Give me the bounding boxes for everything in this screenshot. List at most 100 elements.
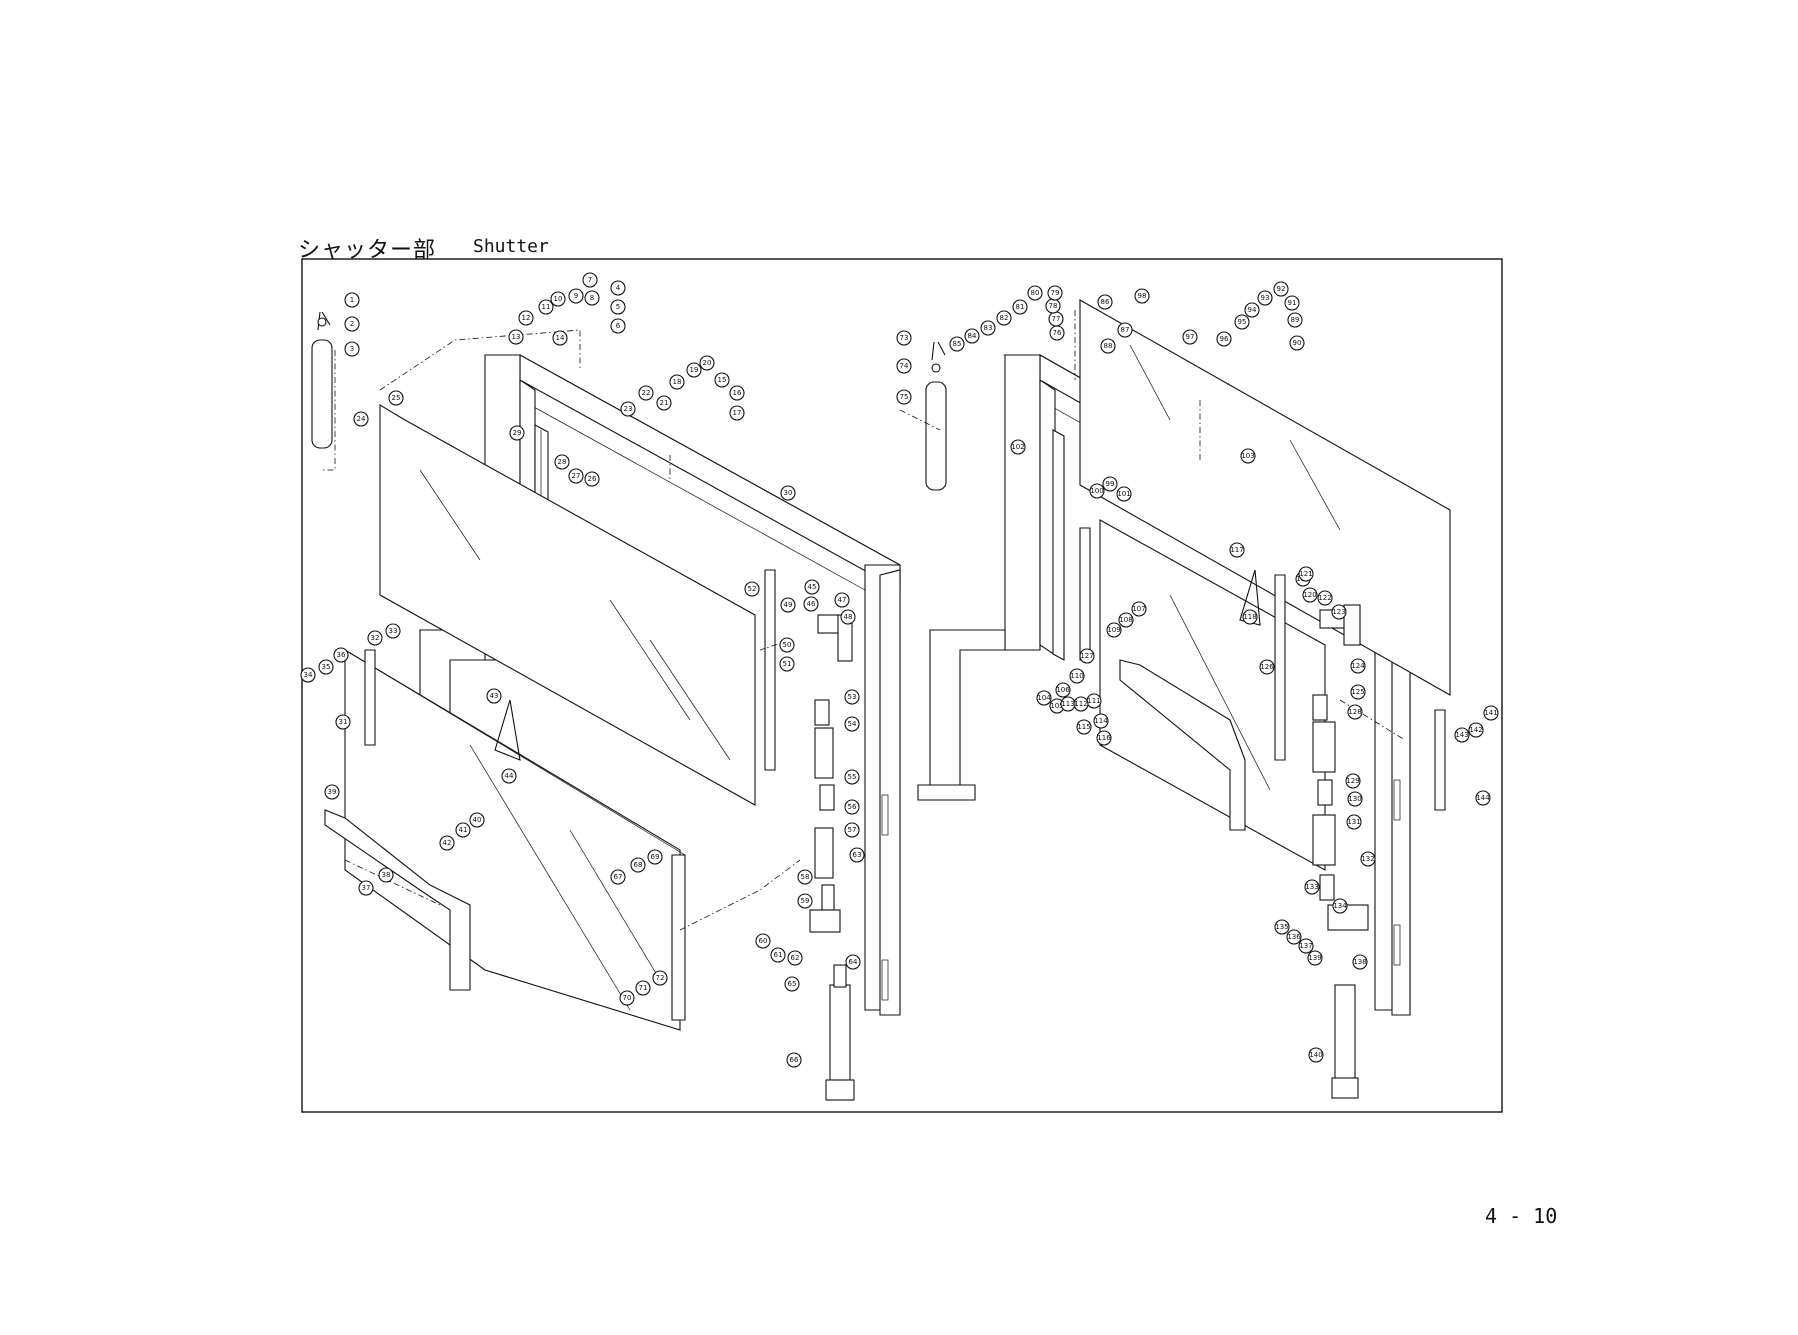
callout-left-36: 36 <box>333 647 349 663</box>
callout-number: 52 <box>748 585 757 593</box>
callout-number: 72 <box>656 974 665 982</box>
callout-right-134: 134 <box>1332 898 1348 914</box>
callout-number: 130 <box>1348 795 1361 803</box>
callout-right-111: 111 <box>1086 693 1102 709</box>
callout-left-38: 38 <box>378 867 394 883</box>
callout-number: 20 <box>703 359 712 367</box>
callout-number: 104 <box>1037 694 1051 702</box>
callout-right-82: 82 <box>996 310 1012 326</box>
callout-left-35: 35 <box>318 659 334 675</box>
callout-right-102: 102 <box>1010 439 1026 455</box>
callout-right-130: 130 <box>1347 791 1363 807</box>
callout-number: 82 <box>1000 314 1009 322</box>
callout-left-46: 46 <box>803 596 819 612</box>
callout-number: 132 <box>1361 855 1374 863</box>
callout-number: 139 <box>1308 954 1321 962</box>
callout-number: 1 <box>350 296 354 304</box>
callout-number: 91 <box>1288 299 1297 307</box>
callout-right-123: 123 <box>1331 604 1347 620</box>
callout-number: 134 <box>1333 902 1347 910</box>
callout-right-124: 124 <box>1350 658 1366 674</box>
callout-left-69: 69 <box>647 849 663 865</box>
callout-left-15: 15 <box>714 372 730 388</box>
callout-left-40: 40 <box>469 812 485 828</box>
callout-right-92: 92 <box>1273 281 1289 297</box>
callout-left-30: 30 <box>780 485 796 501</box>
callout-number: 80 <box>1031 289 1040 297</box>
callout-left-21: 21 <box>656 395 672 411</box>
callout-number: 12 <box>522 314 531 322</box>
callout-right-90: 90 <box>1289 335 1305 351</box>
callout-number: 54 <box>848 720 857 728</box>
callout-number: 58 <box>801 873 810 881</box>
callout-left-27: 27 <box>568 468 584 484</box>
callout-right-78: 78 <box>1045 298 1061 314</box>
callout-right-121: 121 <box>1298 566 1314 582</box>
callout-left-34: 34 <box>300 667 316 683</box>
callout-number: 128 <box>1348 708 1361 716</box>
callout-left-47: 47 <box>834 592 850 608</box>
callout-left-22: 22 <box>638 385 654 401</box>
callout-left-18: 18 <box>669 374 685 390</box>
callout-number: 125 <box>1351 688 1364 696</box>
callout-number: 63 <box>853 851 862 859</box>
callout-number: 25 <box>392 394 401 402</box>
callout-right-128: 128 <box>1347 704 1363 720</box>
callout-number: 95 <box>1238 318 1247 326</box>
callout-number: 9 <box>574 292 578 300</box>
callout-number: 15 <box>718 376 727 384</box>
callout-number: 4 <box>616 284 621 292</box>
callout-number: 29 <box>513 429 522 437</box>
callout-number: 123 <box>1332 608 1345 616</box>
callout-left-10: 10 <box>550 291 566 307</box>
callout-right-144: 144 <box>1475 790 1491 806</box>
callout-left-13: 13 <box>508 329 524 345</box>
callout-left-29: 29 <box>509 425 525 441</box>
callout-number: 106 <box>1056 686 1070 694</box>
callout-left-19: 19 <box>686 362 702 378</box>
callout-left-61: 61 <box>770 947 786 963</box>
callout-number: 100 <box>1090 487 1103 495</box>
callout-left-53: 53 <box>844 689 860 705</box>
callout-number: 116 <box>1097 734 1111 742</box>
callout-number: 10 <box>554 295 563 303</box>
callout-number: 87 <box>1121 326 1130 334</box>
callout-left-57: 57 <box>844 822 860 838</box>
callout-left-31: 31 <box>335 714 351 730</box>
callout-number: 68 <box>634 861 643 869</box>
callout-right-138: 138 <box>1352 954 1368 970</box>
callout-right-79: 79 <box>1047 285 1063 301</box>
callout-left-62: 62 <box>787 950 803 966</box>
callout-number: 16 <box>733 389 742 397</box>
callout-right-112: 112 <box>1073 696 1089 712</box>
callout-number: 55 <box>848 773 857 781</box>
callout-right-98: 98 <box>1134 288 1150 304</box>
callout-number: 88 <box>1104 342 1113 350</box>
callout-left-11: 11 <box>538 299 554 315</box>
callout-number: 21 <box>660 399 669 407</box>
callout-number: 144 <box>1476 794 1490 802</box>
callout-number: 66 <box>790 1056 799 1064</box>
callout-number: 92 <box>1277 285 1286 293</box>
callout-number: 19 <box>690 366 699 374</box>
callout-right-106: 106 <box>1055 682 1071 698</box>
callout-number: 5 <box>616 303 620 311</box>
callout-number: 94 <box>1248 306 1257 314</box>
callout-left-60: 60 <box>755 933 771 949</box>
callout-number: 138 <box>1353 958 1366 966</box>
callout-number: 107 <box>1132 605 1145 613</box>
callout-right-101: 101 <box>1116 486 1132 502</box>
callout-left-59: 59 <box>797 893 813 909</box>
callout-left-42: 42 <box>439 835 455 851</box>
callout-number: 38 <box>382 871 391 879</box>
callout-left-23: 23 <box>620 401 636 417</box>
callout-number: 35 <box>322 663 331 671</box>
callout-left-64: 64 <box>845 954 861 970</box>
callout-number: 89 <box>1291 316 1300 324</box>
callout-right-100: 100 <box>1089 483 1105 499</box>
callout-left-70: 70 <box>619 990 635 1006</box>
callout-number: 60 <box>759 937 768 945</box>
callout-number: 56 <box>848 803 857 811</box>
callout-right-88: 88 <box>1100 338 1116 354</box>
callout-number: 18 <box>673 378 682 386</box>
